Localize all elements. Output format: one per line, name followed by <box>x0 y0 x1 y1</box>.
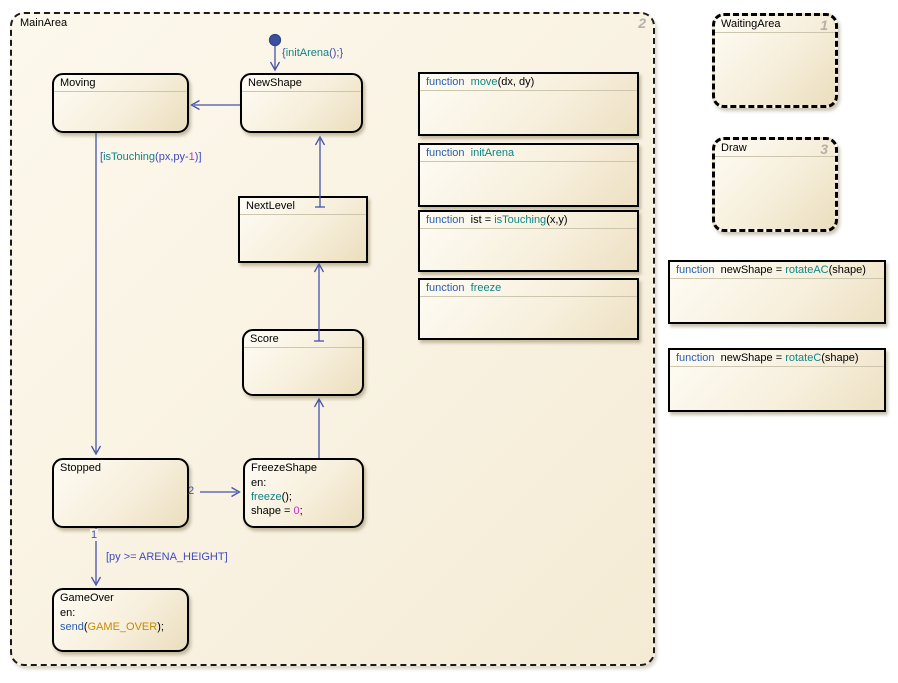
transition-label-arena-height[interactable]: [py >= ARENA_HEIGHT] <box>106 551 228 563</box>
state-score[interactable]: Score <box>242 329 364 396</box>
state-freezeshape[interactable]: FreezeShape en: freeze(); shape = 0; <box>243 458 364 528</box>
state-draw-title: Draw <box>715 140 835 157</box>
state-waitingarea[interactable]: WaitingArea 1 <box>712 13 838 108</box>
arrowhead-icon <box>314 135 326 146</box>
transition-order-label-2[interactable]: 2 <box>188 485 195 497</box>
arrowhead-icon <box>90 576 102 587</box>
state-newshape-title: NewShape <box>242 75 361 92</box>
state-nextlevel[interactable]: NextLevel <box>238 196 368 263</box>
state-draw[interactable]: Draw 3 <box>712 137 838 232</box>
arrowhead-icon <box>269 61 281 72</box>
initial-transition-dot[interactable] <box>268 33 282 47</box>
state-moving-title: Moving <box>54 75 187 92</box>
state-waitingarea-title: WaitingArea <box>715 16 835 33</box>
execution-order-badge: 1 <box>820 17 828 33</box>
arrowhead-icon <box>313 262 325 273</box>
transition-label-istouching[interactable]: [isTouching(px,py-1)] <box>100 151 202 163</box>
function-initarena-signature: function initArena <box>420 145 637 162</box>
state-mainarea-title: MainArea <box>20 17 68 29</box>
function-istouching-signature: function ist = isTouching(x,y) <box>420 212 637 229</box>
function-rotateac[interactable]: function newShape = rotateAC(shape) <box>668 260 886 324</box>
transition-order-label-1[interactable]: 1 <box>90 529 99 541</box>
state-freezeshape-actions: en: freeze(); shape = 0; <box>245 476 362 518</box>
state-nextlevel-title: NextLevel <box>240 198 366 215</box>
function-initarena[interactable]: function initArena <box>418 143 639 207</box>
function-freeze-signature: function freeze <box>420 280 637 297</box>
state-score-title: Score <box>244 331 362 348</box>
state-freezeshape-title: FreezeShape <box>251 462 318 474</box>
entry-action-freeze: freeze(); <box>251 491 292 503</box>
entry-label: en: <box>60 607 76 619</box>
arrowhead-icon <box>231 486 241 498</box>
function-istouching[interactable]: function ist = isTouching(x,y) <box>418 210 639 272</box>
function-rotatec[interactable]: function newShape = rotateC(shape) <box>668 348 886 412</box>
entry-action-shape: shape = 0; <box>251 505 303 517</box>
function-rotatec-signature: function newShape = rotateC(shape) <box>670 350 884 367</box>
function-freeze[interactable]: function freeze <box>418 278 639 340</box>
arrowhead-icon <box>313 397 325 408</box>
execution-order-badge: 2 <box>638 15 646 31</box>
state-gameover-actions: en: send(GAME_OVER); <box>54 606 187 634</box>
transition-label-initarena[interactable]: {initArena();} <box>282 47 344 59</box>
state-gameover-title: GameOver <box>60 592 114 604</box>
function-rotateac-signature: function newShape = rotateAC(shape) <box>670 262 884 279</box>
state-moving[interactable]: Moving <box>52 73 189 133</box>
state-stopped-title: Stopped <box>60 462 101 474</box>
function-move[interactable]: function move(dx, dy) <box>418 72 639 136</box>
entry-action-send: send(GAME_OVER); <box>60 621 164 633</box>
execution-order-badge: 3 <box>820 141 828 157</box>
state-gameover[interactable]: GameOver en: send(GAME_OVER); <box>52 588 189 652</box>
state-stopped[interactable]: Stopped <box>52 458 189 528</box>
state-newshape[interactable]: NewShape <box>240 73 363 133</box>
function-move-signature: function move(dx, dy) <box>420 74 637 91</box>
arrowhead-icon <box>190 99 200 111</box>
entry-label: en: <box>251 477 267 489</box>
arrowhead-icon <box>90 445 102 456</box>
